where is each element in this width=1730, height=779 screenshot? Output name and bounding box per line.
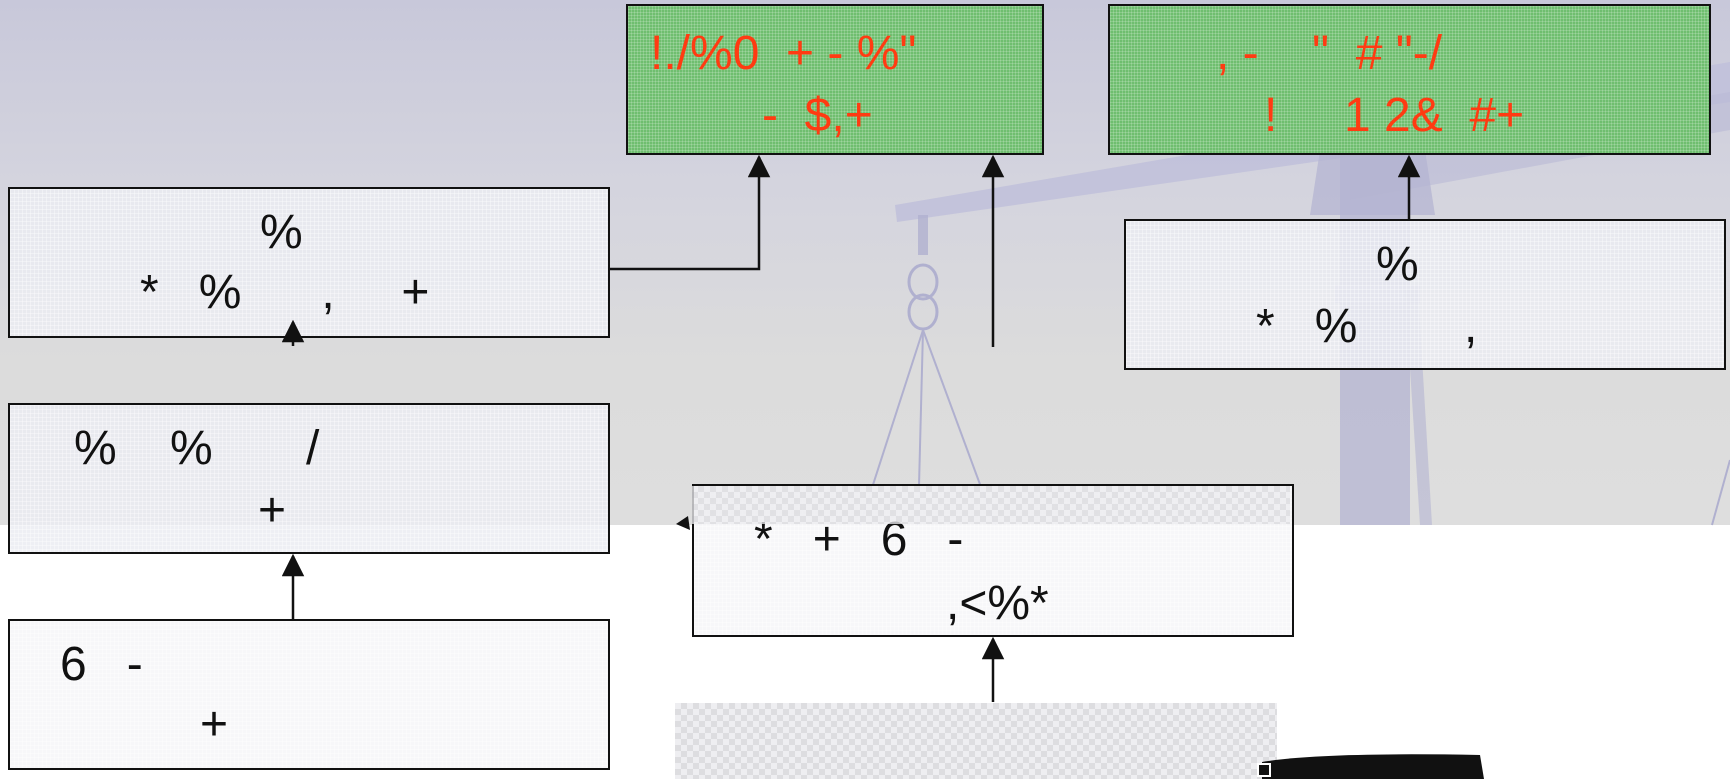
black-swoosh-shape: [1262, 754, 1484, 779]
small-arrowhead: [676, 516, 690, 530]
small-square-handle: [1258, 764, 1270, 776]
arrow-lefttop-to-resultleft: [610, 157, 759, 269]
